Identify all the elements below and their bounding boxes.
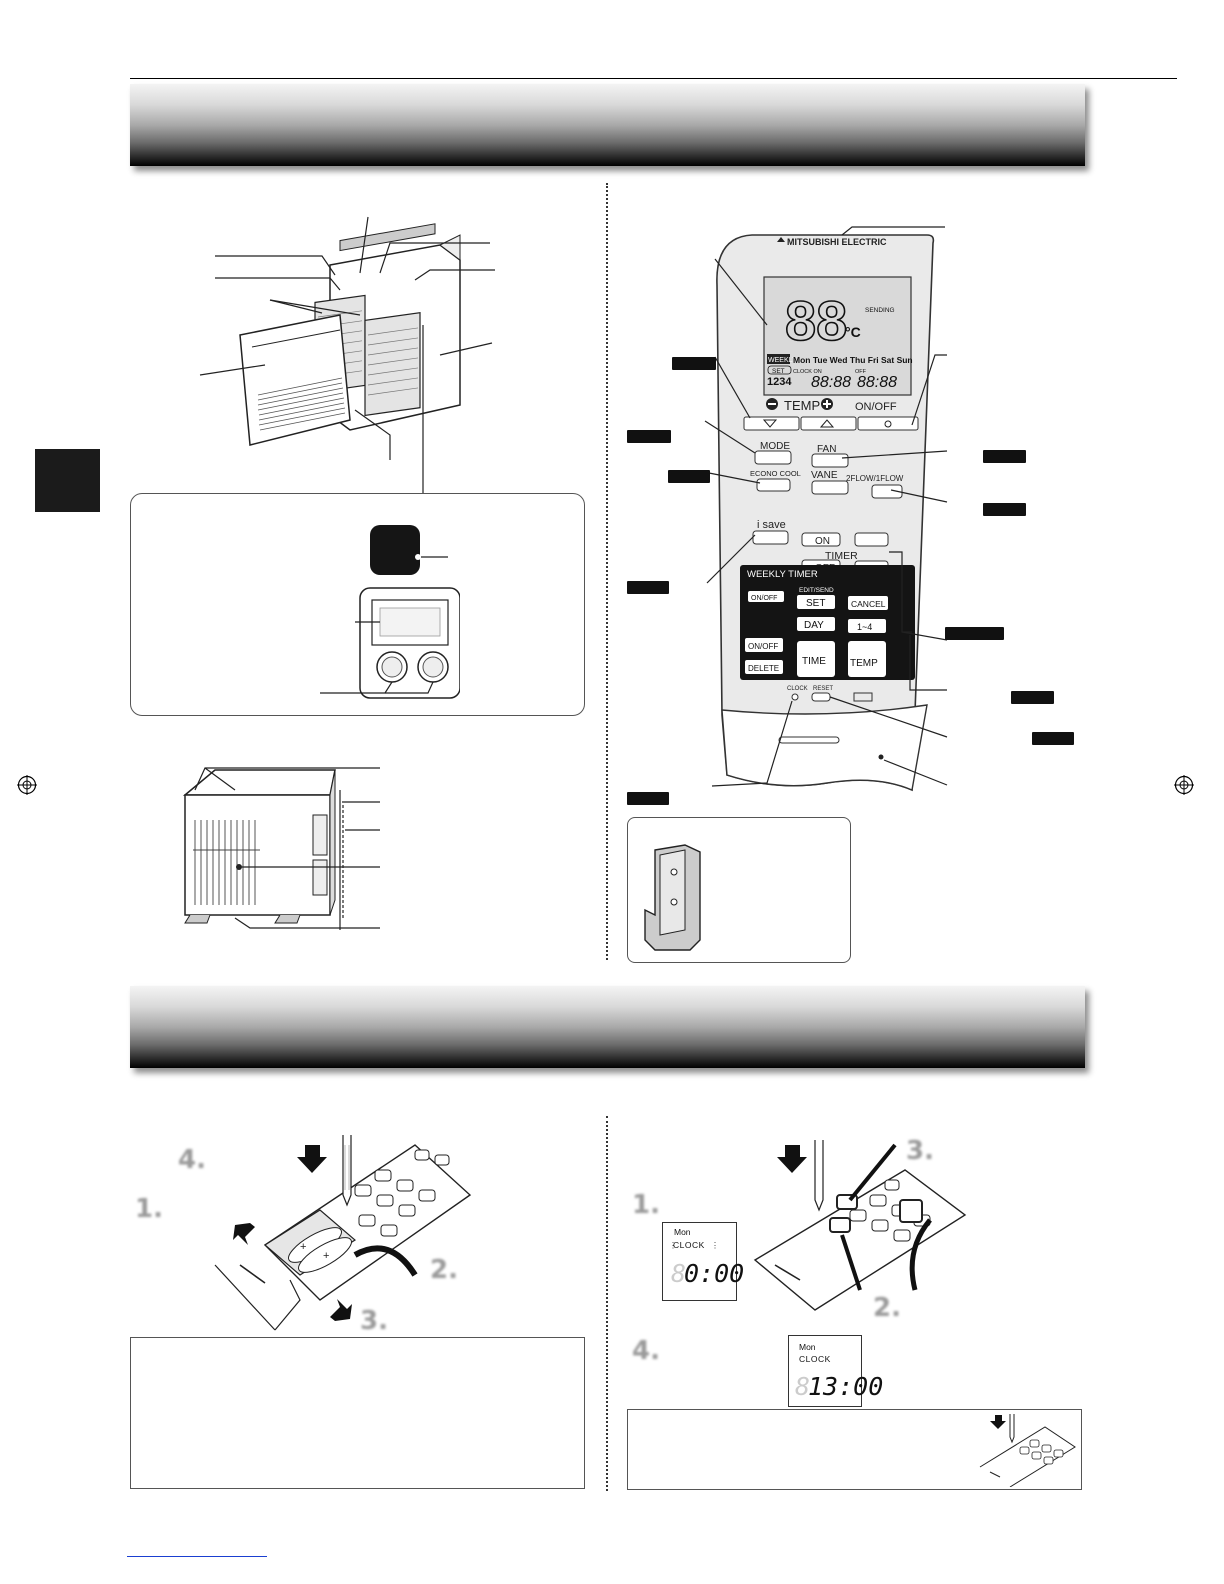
battery-step-label: 2.: [430, 1255, 458, 1285]
delete-label: DELETE: [748, 664, 779, 673]
battery-step-label: 1.: [135, 1194, 163, 1224]
indoor-unit-illustration: [199, 216, 495, 495]
set-label: SET: [806, 598, 825, 609]
svg-text:+: +: [323, 1250, 329, 1262]
lcd-time-2: 88:88: [857, 374, 897, 391]
remote-holder-illustration: [644, 844, 701, 951]
column-divider-bottom: [606, 1116, 608, 1491]
callout-tag: [945, 627, 1004, 640]
clock-label: CLOCK: [787, 686, 808, 692]
section-header-banner-2: [130, 986, 1085, 1068]
edit-send-label: EDIT/SEND: [799, 587, 834, 594]
callout-tag: [627, 792, 669, 805]
timer-label: TIMER: [825, 550, 858, 562]
callout-tag: [983, 450, 1026, 463]
battery-install-illustration: + +: [214, 1135, 472, 1331]
reset-thumbnail-illustration: [979, 1414, 1076, 1487]
clock-set-illustration: [753, 1140, 967, 1311]
outdoor-unit-illustration: [182, 767, 380, 930]
indicator-panel-illustration: [320, 525, 460, 699]
vane-label: VANE: [811, 470, 838, 481]
callout-tag: [627, 430, 671, 443]
lcd-time-1: 88:88: [811, 374, 851, 391]
lcd-days: Mon Tue Wed Thu Fri Sat Sun: [793, 355, 913, 365]
clock-step-label: 2.: [873, 1293, 901, 1323]
indicator-callout-card: [130, 493, 585, 716]
econo-cool-label: ECONO COOL: [750, 469, 801, 478]
day-label: DAY: [804, 620, 824, 631]
onoff-label: ON/OFF: [855, 401, 897, 413]
battery-step-label: 3.: [360, 1306, 388, 1336]
battery-step-label: 4.: [178, 1145, 206, 1175]
flow-label: 2FLOW/1FLOW: [846, 474, 904, 483]
clock-label-text: CLOCK: [673, 1240, 705, 1250]
clock-time-set: 13:00: [808, 1372, 884, 1401]
callout-tag: [983, 503, 1026, 516]
clock-day: Mon: [799, 1342, 816, 1352]
remote-controller-illustration: MITSUBISHI ELECTRIC 88 °C SENDING WEEKLY…: [704, 226, 948, 792]
clock-label-text: CLOCK: [799, 1354, 831, 1364]
chapter-tab: [35, 449, 100, 512]
lcd-big-temp: 88: [785, 289, 847, 352]
temp-label: TEMP: [784, 398, 820, 413]
footer-link-rule: [127, 1556, 267, 1557]
clock-time-blinking: 0:00: [684, 1259, 745, 1288]
callout-tag: [627, 581, 669, 594]
time-label: TIME: [802, 656, 826, 667]
lcd-weekly: WEEKLY: [768, 357, 797, 364]
section-header-banner-1: [130, 84, 1085, 166]
reset-label: RESET: [813, 686, 833, 692]
weekly-timer-label: WEEKLY TIMER: [747, 569, 818, 580]
clock-display-set: Mon CLOCK 8 13:00: [788, 1335, 883, 1407]
mode-label: MODE: [760, 441, 790, 452]
clock-display-blinking: Mon CLOCK ⋮ ⋮ 8 0:00: [662, 1222, 744, 1301]
callout-tag: [668, 470, 710, 483]
battery-note-box: [130, 1337, 585, 1489]
lcd-set: SET: [772, 368, 785, 375]
weekly-onoff-label: ON/OFF: [751, 595, 777, 602]
callout-tag: [672, 357, 716, 370]
prog-onoff-label: ON/OFF: [748, 642, 778, 651]
brand-label: MITSUBISHI ELECTRIC: [787, 237, 887, 247]
lcd-unit: °C: [845, 324, 861, 340]
top-rule: [130, 78, 1177, 79]
svg-text:+: +: [300, 1241, 306, 1253]
clock-note-box: [627, 1409, 1082, 1490]
registration-mark-icon: [17, 775, 37, 795]
fan-label: FAN: [817, 444, 836, 455]
lcd-off: OFF: [855, 369, 867, 375]
clock-day: Mon: [674, 1227, 691, 1237]
timer-on-label: ON: [815, 536, 830, 547]
clock-step-label: 4.: [632, 1336, 660, 1366]
one-to-four-label: 1~4: [857, 622, 872, 632]
temp2-label: TEMP: [850, 658, 878, 669]
lcd-program-nums: 1234: [767, 376, 792, 388]
isave-label: i save: [757, 519, 786, 531]
clock-step-label: 1.: [632, 1190, 660, 1220]
callout-tag: [1032, 732, 1074, 745]
cancel-label: CANCEL: [851, 599, 886, 609]
registration-mark-icon: [1174, 775, 1194, 795]
lcd-clock-on: CLOCK ON: [793, 369, 822, 375]
lcd-sending: SENDING: [865, 307, 895, 314]
callout-tag: [1011, 691, 1054, 704]
column-divider-top: [606, 183, 608, 960]
clock-step-label: 3.: [906, 1136, 934, 1166]
